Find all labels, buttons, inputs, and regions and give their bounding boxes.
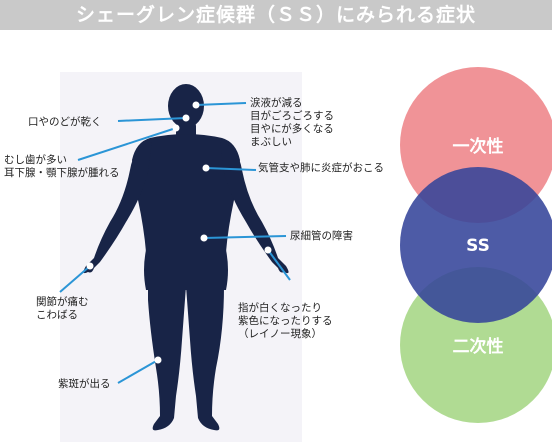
leader-lines xyxy=(59,102,291,384)
symptom-points xyxy=(86,101,272,364)
human-silhouette xyxy=(83,84,289,431)
venn-label-secondary: 二次性 xyxy=(453,336,504,357)
venn-circle-ss xyxy=(400,167,552,323)
label-eye-symptoms: 涙液が減る 目がごろごろする 目やにが多くなる まぶしい xyxy=(250,97,334,148)
label-purpura: 紫斑が出る xyxy=(58,378,111,390)
label-joints: 関節が痛む こわばる xyxy=(36,296,89,321)
label-dry-mouth: 口やのどが乾く xyxy=(28,116,102,128)
label-gland-symptoms: むし歯が多い 耳下腺・顎下腺が腫れる xyxy=(4,154,120,179)
label-bronchi: 気管支や肺に炎症がおこる xyxy=(258,162,384,174)
page-title: シェーグレン症候群（ＳＳ）にみられる症状 xyxy=(0,0,552,30)
venn-diagram: 一次性 SS 二次性 xyxy=(400,67,552,423)
venn-label-primary: 一次性 xyxy=(453,136,504,157)
label-kidney: 尿細管の障害 xyxy=(290,230,353,242)
venn-label-ss: SS xyxy=(466,236,490,256)
label-raynaud: 指が白くなったり 紫色になったりする （レイノー現象） xyxy=(238,302,333,340)
